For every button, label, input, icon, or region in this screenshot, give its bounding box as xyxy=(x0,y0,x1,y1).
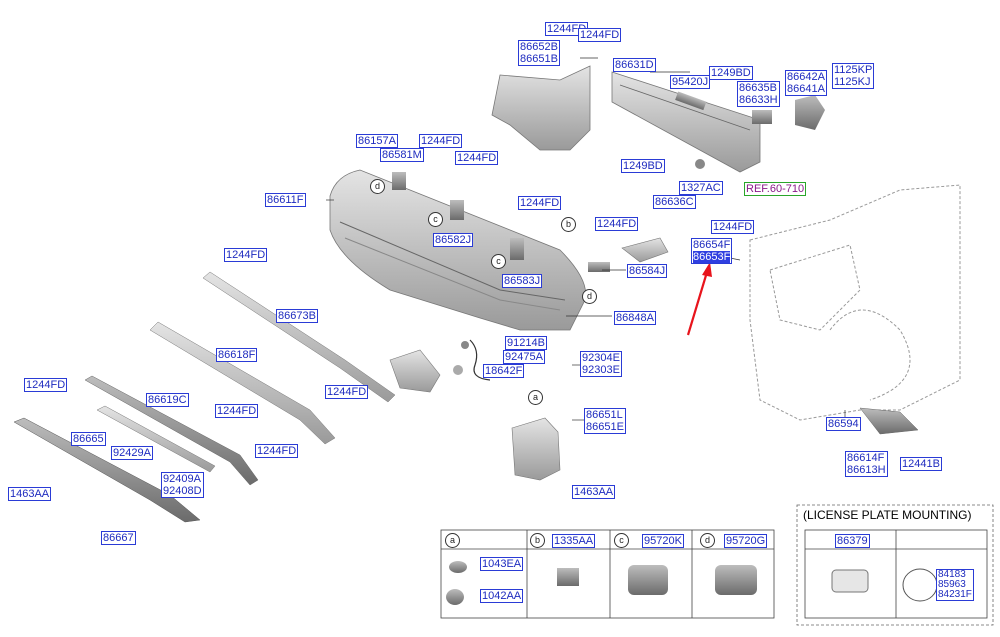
label-18642f[interactable]: 18642F xyxy=(483,364,525,378)
sensor-95720g xyxy=(715,565,757,595)
ref-circle-d: d xyxy=(370,179,385,194)
label-1463aa[interactable]: 1463AA xyxy=(8,487,52,501)
fastener-table xyxy=(440,529,775,619)
clip-1335aa xyxy=(557,568,579,586)
table-header-c: c xyxy=(614,533,629,548)
bracket-86642a xyxy=(795,95,825,130)
label-1042aa[interactable]: 1042AA xyxy=(480,589,524,603)
table-header-d: d xyxy=(700,533,715,548)
label-91214b[interactable]: 91214B xyxy=(505,336,547,350)
label-86583j[interactable]: 86583J xyxy=(502,274,543,288)
sensor-95720k xyxy=(628,565,668,595)
label-1335aa[interactable]: 1335AA xyxy=(552,534,596,548)
label-ref-60-710[interactable]: REF.60-710 xyxy=(744,182,807,196)
label-1244fd[interactable]: 1244FD xyxy=(255,444,299,458)
table-header-a: a xyxy=(445,533,460,548)
plug-84183 xyxy=(902,568,938,602)
label-1244fd[interactable]: 1244FD xyxy=(325,385,369,399)
ref-circle-b: b xyxy=(561,217,576,232)
label-1043ea[interactable]: 1043EA xyxy=(480,557,524,571)
label-92429a[interactable]: 92429A xyxy=(111,446,153,460)
label-86619c[interactable]: 86619C xyxy=(146,393,189,407)
table-header-b: b xyxy=(530,533,545,548)
license-plate-box xyxy=(796,504,994,626)
ref-circle-c: c xyxy=(428,212,443,227)
strip-86619c xyxy=(84,375,259,486)
label-86665[interactable]: 86665 xyxy=(71,432,106,446)
bracket-18642f xyxy=(389,349,441,393)
label-86584j[interactable]: 86584J xyxy=(627,264,668,278)
label-86667[interactable]: 86667 xyxy=(101,531,136,545)
label-86582j[interactable]: 86582J xyxy=(433,233,474,247)
bracket-95420j xyxy=(675,91,707,111)
center-bumper-bracket xyxy=(491,65,591,151)
strip-86618f xyxy=(149,321,336,445)
label-1244fd[interactable]: 1244FD xyxy=(455,151,499,165)
ref-circle-d: d xyxy=(582,289,597,304)
quarter-panel-outline xyxy=(749,184,961,421)
nut-1043ea xyxy=(449,561,467,573)
label-1244fd[interactable]: 1244FD xyxy=(518,196,562,210)
strip-86673b xyxy=(202,271,396,403)
label-86594[interactable]: 86594 xyxy=(826,417,861,431)
label-86611f[interactable]: 86611F xyxy=(265,193,306,207)
bracket-86157a xyxy=(392,172,406,190)
label-1244fd[interactable]: 1244FD xyxy=(24,378,68,392)
label-86636c[interactable]: 86636C xyxy=(653,195,696,209)
label-86631d[interactable]: 86631D xyxy=(613,58,656,72)
bracket-86594 xyxy=(859,407,919,435)
highlight-arrow xyxy=(686,262,712,336)
label-1327ac[interactable]: 1327AC xyxy=(679,181,723,195)
ref-circle-a: a xyxy=(528,390,543,405)
label-86157a[interactable]: 86157A xyxy=(356,134,398,148)
label-1244fd[interactable]: 1244FD xyxy=(595,217,639,231)
strip-92429a xyxy=(96,405,216,473)
bracket-86635b xyxy=(752,110,772,124)
label-95720g[interactable]: 95720G xyxy=(724,534,768,548)
label-1249bd[interactable]: 1249BD xyxy=(621,159,665,173)
label-86848a[interactable]: 86848A xyxy=(614,311,656,325)
label-86379[interactable]: 86379 xyxy=(835,534,870,548)
label-1463aa[interactable]: 1463AA xyxy=(572,485,616,499)
ref-circle-c: c xyxy=(491,254,506,269)
label-1244fd[interactable]: 1244FD xyxy=(711,220,755,234)
label-1244fd[interactable]: 1244FD xyxy=(215,404,259,418)
rear-bumper-cover xyxy=(329,169,587,331)
label-86673b[interactable]: 86673B xyxy=(276,309,318,323)
label-1244fd[interactable]: 1244FD xyxy=(578,28,622,42)
bracket-86651l xyxy=(511,417,561,481)
nut-1042aa xyxy=(446,589,464,605)
bracket-86654f xyxy=(621,237,669,263)
label-1249bd[interactable]: 1249BD xyxy=(709,66,753,80)
bumper-beam xyxy=(611,71,761,173)
label-95420j[interactable]: 95420J xyxy=(670,75,711,89)
bracket-86582j xyxy=(450,200,464,220)
license-plate-title: (LICENSE PLATE MOUNTING) xyxy=(803,508,972,522)
bracket-86584j xyxy=(588,262,610,272)
label-86581m[interactable]: 86581M xyxy=(380,148,424,162)
label-1244fd[interactable]: 1244FD xyxy=(224,248,268,262)
label-12441b[interactable]: 12441B xyxy=(900,457,942,471)
plate-pad-86379 xyxy=(831,569,869,593)
label-92475a[interactable]: 92475A xyxy=(503,350,545,364)
strip-86665 xyxy=(13,417,201,523)
label-95720k[interactable]: 95720K xyxy=(642,534,684,548)
label-1244fd[interactable]: 1244FD xyxy=(419,134,463,148)
label-1244fd[interactable]: 1244FD xyxy=(545,22,589,36)
label-86618f[interactable]: 86618F xyxy=(216,348,258,362)
bracket-86583j xyxy=(510,238,524,260)
